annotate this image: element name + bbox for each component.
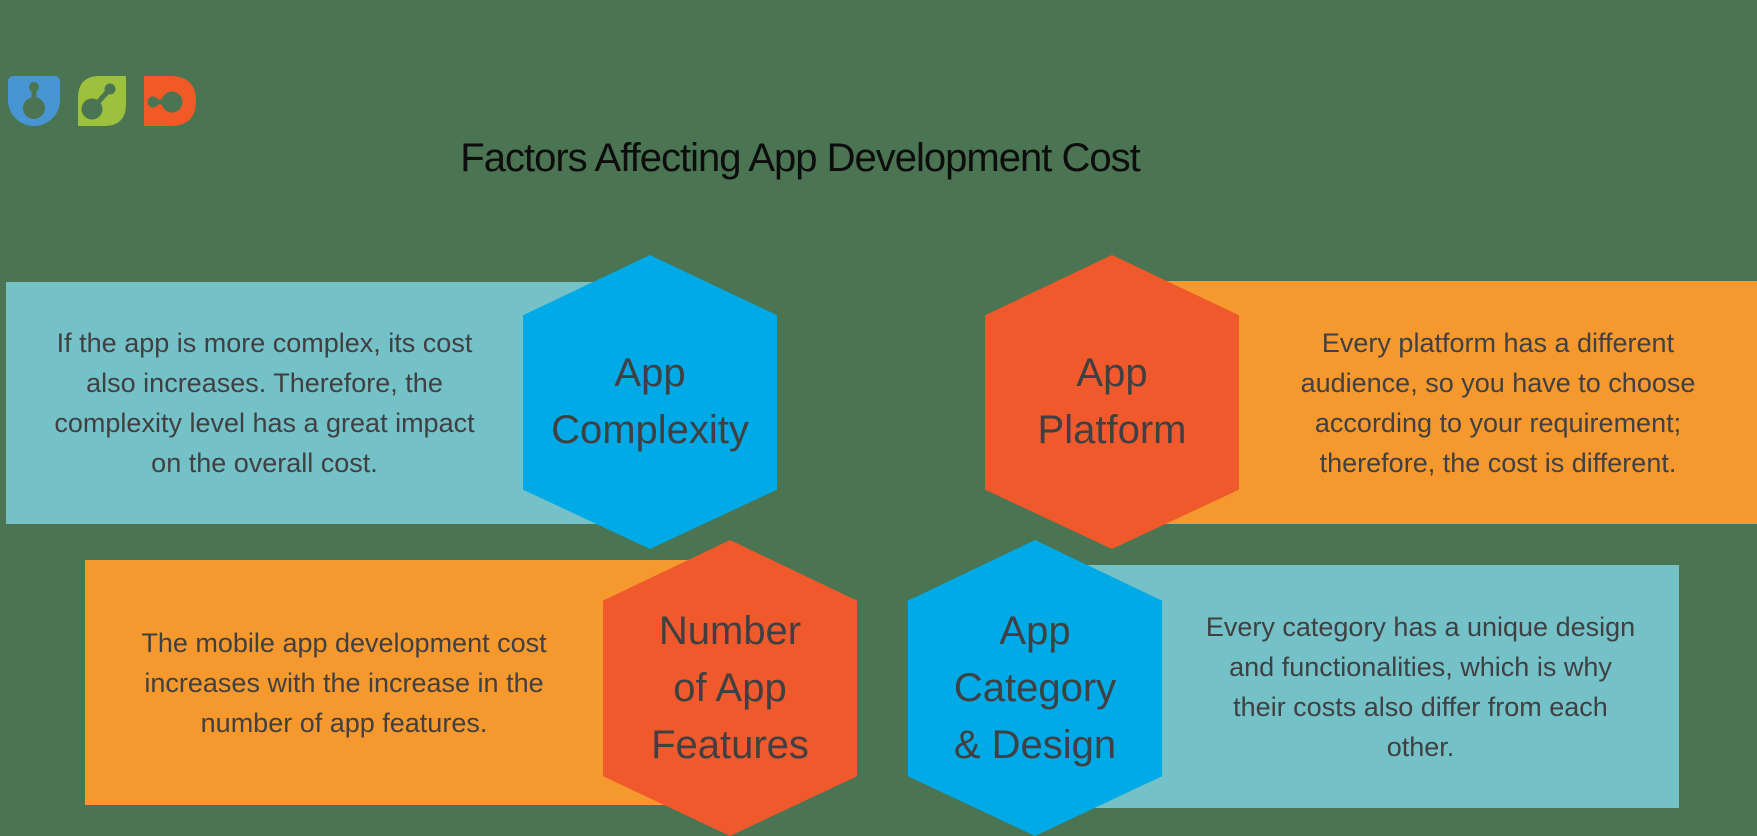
description-number-of-app-features: The mobile app development cost increase…: [85, 560, 603, 805]
description-line: increases with the increase in the: [144, 667, 544, 698]
description-line: complexity level has a great impact: [54, 408, 475, 438]
hexagon-label-line: App: [1076, 351, 1148, 395]
infographic-title: Factors Affecting App Development Cost: [460, 136, 1140, 180]
hexagon-label-line: App: [614, 351, 686, 395]
logo-green-leaf-icon: [78, 76, 126, 126]
description-line: number of app features.: [200, 707, 488, 738]
hexagon-label-line: & Design: [953, 722, 1117, 767]
description-line: The mobile app development cost: [141, 627, 547, 658]
logo: [6, 74, 198, 128]
small-node-cutout: [147, 96, 159, 108]
hexagon-label-line: Complexity: [551, 408, 749, 452]
description-app-complexity: If the app is more complex, its cost als…: [6, 282, 523, 524]
hexagon-label-line: Features: [651, 722, 809, 767]
description-line: according to your requirement;: [1314, 407, 1682, 438]
description-line: Every category has a unique design: [1205, 611, 1636, 642]
hexagon-label-line: Number: [658, 608, 802, 653]
hexagon-label-line: App: [999, 608, 1071, 653]
small-node-cutout: [29, 82, 39, 92]
description-line: therefore, the cost is different.: [1319, 447, 1677, 478]
description-line: and functionalities, which is why: [1229, 651, 1612, 682]
description-app-category-design: Every category has a unique design and f…: [1162, 565, 1679, 808]
hexagon-app-platform: App Platform: [985, 255, 1239, 549]
hexagon-label-line: Platform: [1037, 408, 1187, 452]
logo-orange-d-icon: [144, 76, 196, 126]
large-node-cutout: [81, 98, 103, 120]
description-line: also increases. Therefore, the: [86, 368, 443, 398]
small-node-cutout: [104, 83, 116, 95]
large-node-cutout: [23, 97, 45, 119]
hexagon-number-of-app-features: Number of App Features: [603, 540, 857, 836]
description-line: other.: [1386, 731, 1455, 762]
description-line: their costs also differ from each: [1233, 691, 1608, 722]
hexagon-label-line: of App: [673, 665, 787, 710]
description-line: Every platform has a different: [1321, 327, 1675, 358]
description-app-platform: Every platform has a different audience,…: [1239, 281, 1757, 524]
description-line: on the overall cost.: [151, 448, 378, 478]
hexagon-label-line: Category: [953, 665, 1117, 710]
logo-blue-shield-icon: [8, 76, 60, 126]
hexagon-app-complexity: App Complexity: [523, 255, 777, 549]
description-line: audience, so you have to choose: [1300, 367, 1696, 398]
description-line: If the app is more complex, its cost: [56, 328, 473, 358]
large-node-cutout: [161, 91, 183, 113]
hexagon-app-category-design: App Category & Design: [908, 540, 1162, 836]
